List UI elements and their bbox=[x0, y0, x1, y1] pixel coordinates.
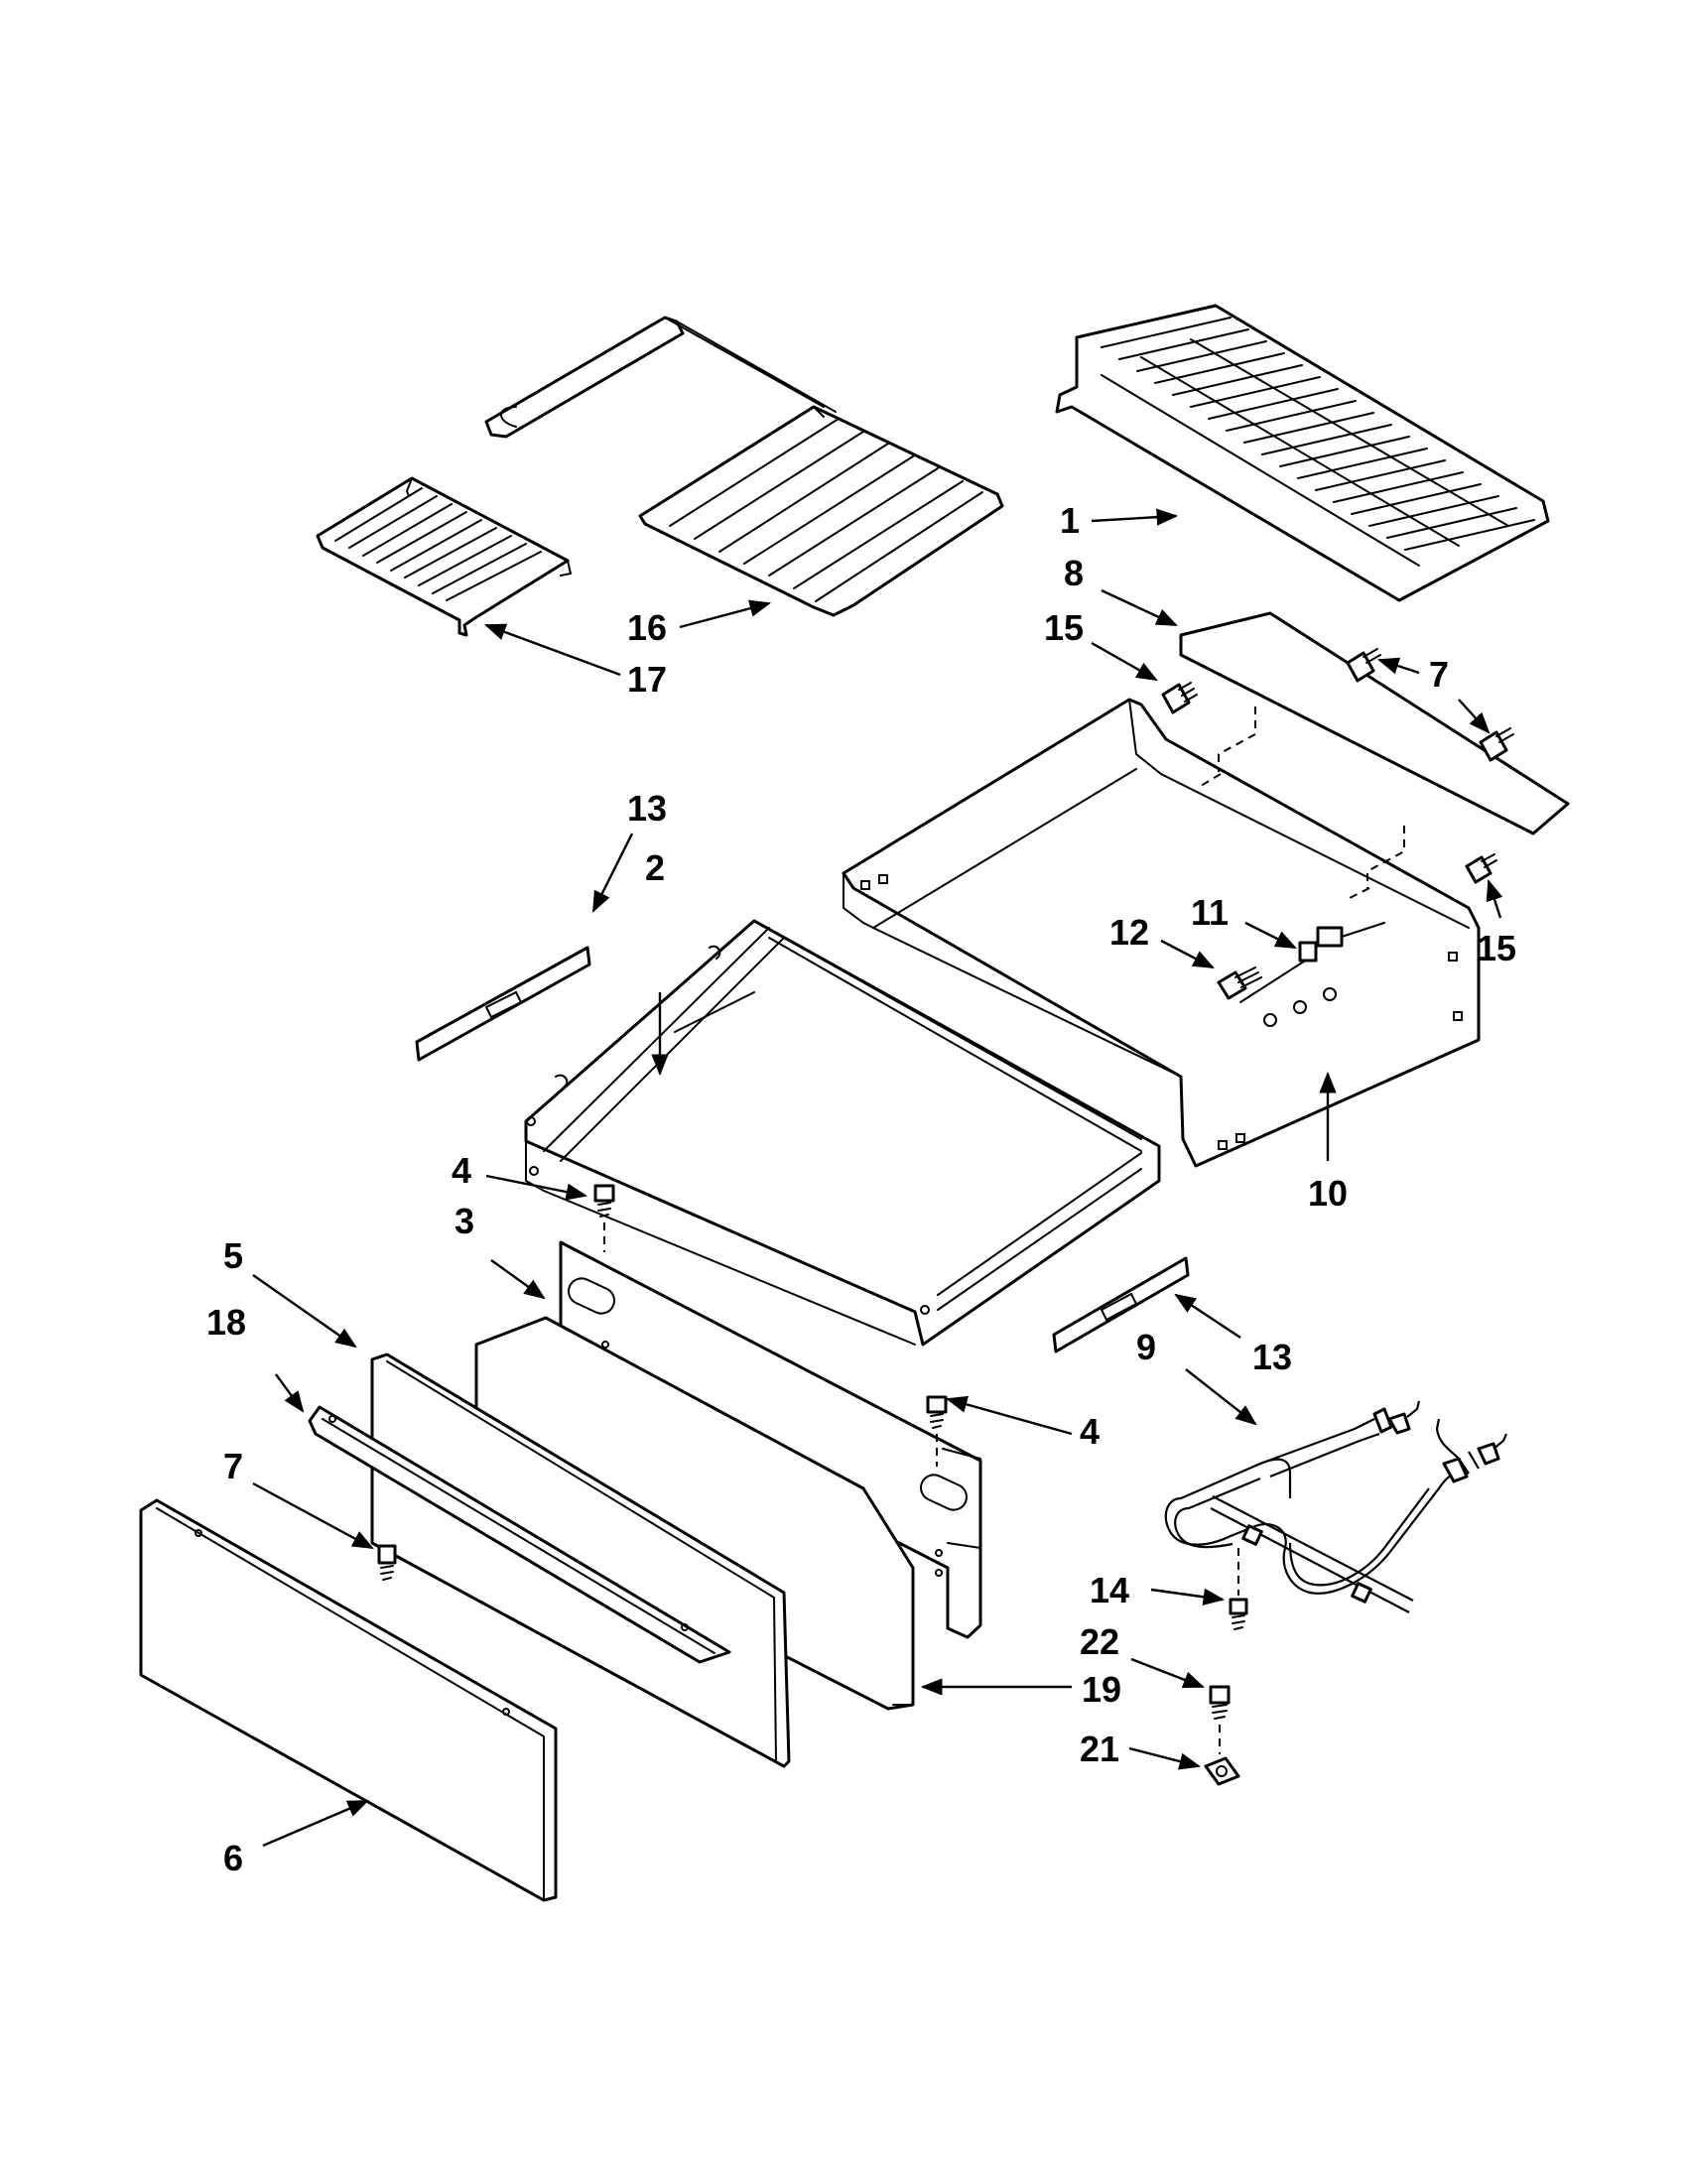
part-clip-nut bbox=[1204, 1756, 1240, 1786]
part-bake-element bbox=[1164, 1400, 1508, 1613]
leader-4b bbox=[945, 1395, 1073, 1436]
leader-17 bbox=[483, 623, 621, 677]
part-oven-rack bbox=[1055, 304, 1550, 602]
part-screw-7b bbox=[1479, 727, 1514, 762]
leader-14 bbox=[1150, 1588, 1226, 1606]
part-front-drawer-panel bbox=[139, 1498, 558, 1902]
leader-6 bbox=[262, 1799, 369, 1848]
callout-17: 17 bbox=[627, 659, 667, 700]
leader-5 bbox=[252, 1274, 357, 1349]
leader-7c bbox=[252, 1481, 374, 1550]
part-drawer-slide-right bbox=[1052, 1256, 1190, 1353]
leader-7a bbox=[1376, 657, 1420, 675]
part-broiler-pan-grid bbox=[484, 316, 1004, 617]
callout-labels: 1 2 3 4 4 5 6 7 7 8 9 10 11 12 13 13 14 … bbox=[206, 500, 1516, 1878]
callout-15a: 15 bbox=[1044, 607, 1084, 648]
callout-6: 6 bbox=[223, 1838, 243, 1878]
callout-18: 18 bbox=[206, 1302, 246, 1343]
part-screw-7a bbox=[1346, 648, 1381, 683]
part-screw-14 bbox=[1229, 1548, 1248, 1630]
leader-18 bbox=[275, 1373, 305, 1413]
callout-1: 1 bbox=[1060, 500, 1080, 541]
callout-22: 22 bbox=[1080, 1621, 1119, 1662]
callout-3: 3 bbox=[454, 1201, 474, 1241]
leader-9 bbox=[1185, 1368, 1257, 1426]
callout-4b: 4 bbox=[1080, 1411, 1100, 1452]
callout-12: 12 bbox=[1109, 912, 1149, 953]
leader-16 bbox=[679, 599, 772, 629]
callout-9: 9 bbox=[1136, 1327, 1156, 1367]
part-drawer-body bbox=[524, 919, 1161, 1347]
callout-4a: 4 bbox=[452, 1150, 471, 1191]
part-screw-22 bbox=[1209, 1685, 1231, 1754]
leader-11 bbox=[1244, 921, 1297, 950]
part-rear-panel bbox=[1179, 611, 1570, 835]
callout-8: 8 bbox=[1064, 553, 1084, 593]
leader-3 bbox=[490, 1259, 546, 1300]
leader-4a bbox=[485, 1174, 588, 1201]
part-drawer-slide-left bbox=[415, 946, 591, 1062]
leader-1 bbox=[1091, 508, 1179, 526]
callout-10: 10 bbox=[1308, 1173, 1348, 1214]
leader-22 bbox=[1130, 1657, 1206, 1689]
callout-5: 5 bbox=[223, 1235, 243, 1276]
part-sensor-bracket bbox=[1239, 922, 1385, 1003]
callout-7a: 7 bbox=[1429, 654, 1449, 695]
leader-15b bbox=[1486, 878, 1503, 919]
callout-16: 16 bbox=[627, 607, 667, 648]
callout-15b: 15 bbox=[1477, 928, 1516, 968]
callout-13a: 13 bbox=[627, 788, 667, 829]
part-broiler-pan-small bbox=[316, 476, 573, 637]
part-screw-15a bbox=[1161, 682, 1198, 714]
callout-19: 19 bbox=[1082, 1669, 1121, 1710]
part-screw-12 bbox=[1217, 966, 1262, 1000]
leader-7b bbox=[1458, 699, 1491, 734]
part-drawer-housing bbox=[842, 698, 1481, 1168]
leader-13b bbox=[1174, 1293, 1241, 1340]
part-screw-7c bbox=[377, 1544, 397, 1581]
leader-8 bbox=[1101, 588, 1178, 627]
part-screw-4a bbox=[593, 1184, 615, 1252]
leader-13a bbox=[591, 833, 634, 913]
leader-12 bbox=[1160, 939, 1215, 969]
leader-15a bbox=[1091, 641, 1158, 682]
callout-14: 14 bbox=[1090, 1570, 1129, 1610]
part-handle-trim bbox=[308, 1405, 731, 1664]
leader-lines bbox=[252, 508, 1503, 1848]
leader-21 bbox=[1128, 1746, 1202, 1770]
callout-11: 11 bbox=[1191, 892, 1229, 933]
callout-2: 2 bbox=[645, 847, 665, 888]
callout-13b: 13 bbox=[1252, 1337, 1292, 1377]
callout-21: 21 bbox=[1080, 1729, 1119, 1769]
part-screw-15b bbox=[1465, 853, 1497, 884]
callout-7c: 7 bbox=[223, 1446, 243, 1486]
